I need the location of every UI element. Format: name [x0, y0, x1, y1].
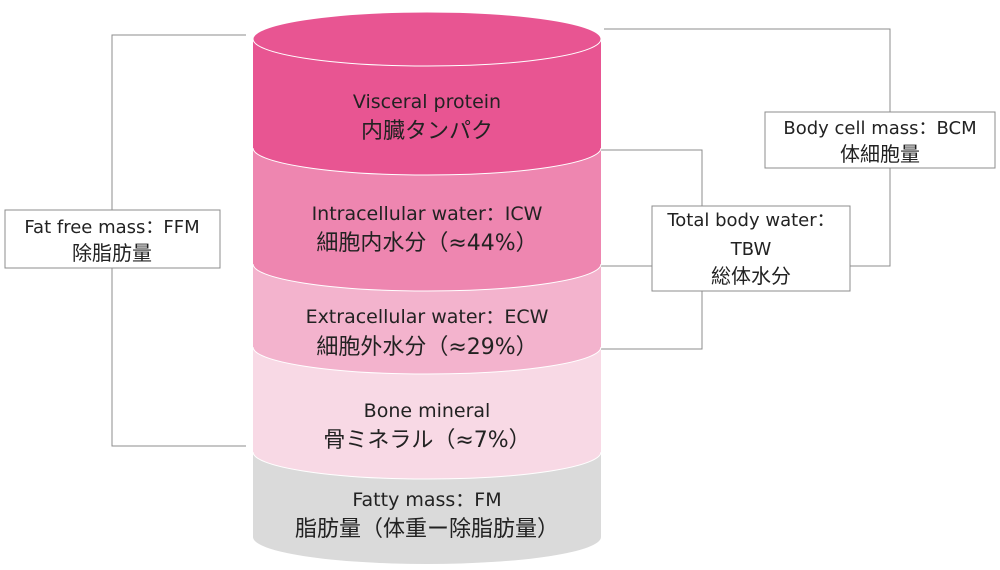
bcm-bracket-bottom-line [850, 168, 891, 267]
layer-bone-mineral-body [253, 347, 601, 479]
icw-label-en: Intracellular water：ICW [312, 203, 543, 225]
visceral-protein-label-en: Visceral protein [353, 91, 501, 113]
cylinder [252, 11, 602, 564]
fatty-mass-label-ja: 脂肪量（体重ー除脂肪量） [295, 517, 559, 542]
tbw-box: Total body water： TBW 総体水分 [651, 205, 851, 292]
bcm-box: Body cell mass：BCM 体細胞量 [764, 111, 996, 169]
tbw-label-ja: 総体水分 [711, 264, 791, 288]
tbw-label-abbr: TBW [730, 239, 772, 260]
separator-bm-fm [252, 451, 602, 480]
layer-icw-body [253, 148, 601, 291]
layer-labels: Visceral protein 内臓タンパク Intracellular wa… [295, 91, 559, 542]
tbw-bracket-bottom-line [600, 291, 703, 350]
tbw-bracket-top-line [600, 149, 703, 206]
separator-vp-icw [252, 147, 602, 176]
ffm-box: Fat free mass：FFM 除脂肪量 [4, 209, 221, 269]
separator-icw-ecw [252, 263, 602, 292]
bone-mineral-label-en: Bone mineral [364, 400, 491, 422]
visceral-protein-label-ja: 内臓タンパク [361, 119, 493, 144]
ffm-label-en: Fat free mass：FFM [24, 217, 199, 238]
icw-label-ja: 細胞内水分（≈44%） [316, 231, 537, 256]
fatty-mass-label-en: Fatty mass：FM [352, 489, 501, 511]
tbw-box-frame [651, 205, 851, 292]
ffm-label-ja: 除脂肪量 [72, 241, 152, 265]
ffm-box-frame [4, 209, 221, 269]
bcm-box-frame [764, 111, 996, 169]
ecw-label-ja: 細胞外水分（≈29%） [316, 335, 537, 360]
bone-mineral-label-ja: 骨ミネラル（≈7%） [323, 428, 530, 453]
bcm-label-ja: 体細胞量 [840, 142, 920, 166]
bcm-label-en: Body cell mass：BCM [783, 118, 976, 139]
ecw-label-en: Extracellular water：ECW [306, 306, 549, 328]
tbw-label-en: Total body water： [666, 210, 834, 231]
cylinder-top [252, 11, 602, 67]
layer-ecw-body [253, 264, 601, 374]
separator-ecw-bm [252, 346, 602, 375]
layer-fatty-mass-body [253, 452, 601, 564]
layer-visceral-protein-body [253, 39, 601, 175]
